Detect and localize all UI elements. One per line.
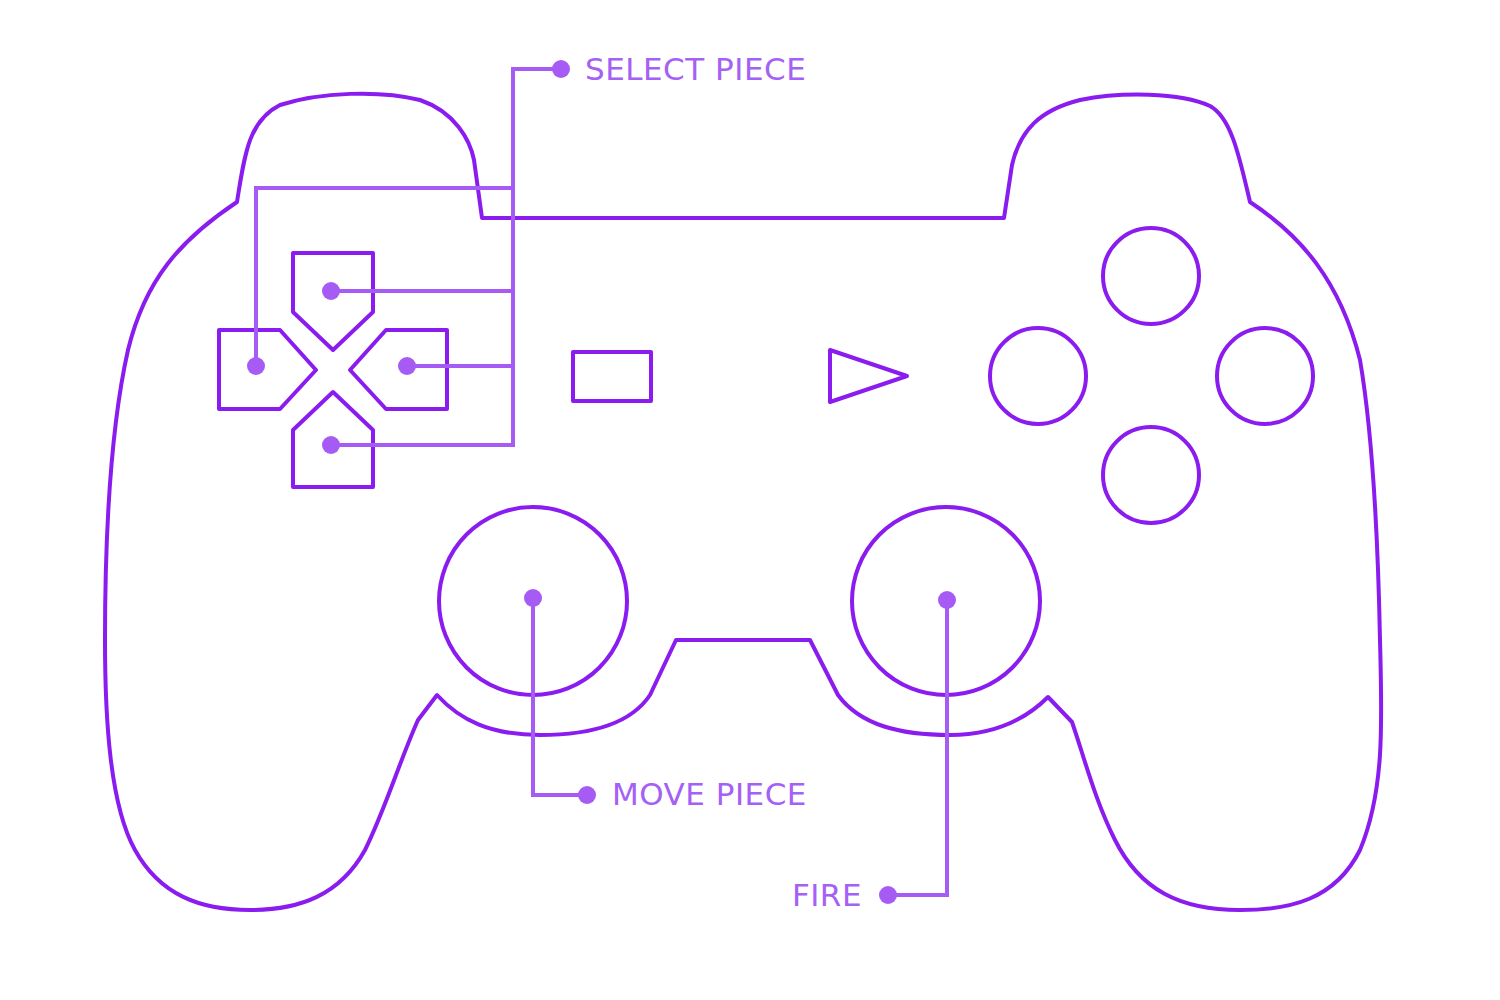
leader-dot xyxy=(524,589,542,607)
start-button xyxy=(830,350,907,402)
dpad-left xyxy=(219,330,316,409)
dpad-down xyxy=(293,392,373,487)
select-button xyxy=(573,352,651,401)
leader-dot xyxy=(247,357,265,375)
leader-dot xyxy=(322,282,340,300)
leader-line xyxy=(533,598,587,795)
dpad-up xyxy=(293,253,373,350)
callout-label: FIRE xyxy=(792,877,862,914)
face-button xyxy=(990,328,1086,424)
callout-label: SELECT PIECE xyxy=(585,51,806,88)
face-button xyxy=(1103,228,1199,324)
leader-dot xyxy=(552,60,570,78)
leader-dot xyxy=(578,786,596,804)
leader-line xyxy=(331,69,561,445)
leader-dot xyxy=(322,436,340,454)
leader-line xyxy=(888,600,947,895)
callout-label: MOVE PIECE xyxy=(612,776,807,813)
dpad-right xyxy=(350,330,447,409)
leader-line xyxy=(256,188,513,366)
controller-body xyxy=(105,94,1381,910)
leader-dot xyxy=(938,591,956,609)
face-button xyxy=(1103,427,1199,523)
face-button xyxy=(1217,328,1313,424)
leader-dot xyxy=(879,886,897,904)
leader-dot xyxy=(398,357,416,375)
leader-line xyxy=(331,289,513,293)
leader-line xyxy=(407,364,513,368)
